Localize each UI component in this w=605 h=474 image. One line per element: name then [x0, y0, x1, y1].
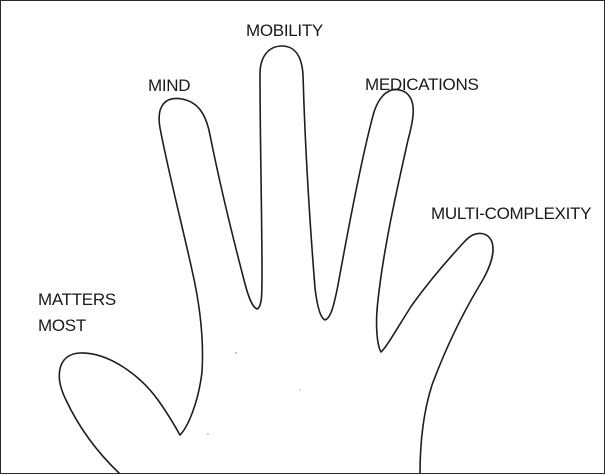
label-matters-most: MATTERS MOST: [38, 287, 116, 339]
label-medications: MEDICATIONS: [365, 72, 479, 98]
smudge-dot: [299, 389, 300, 390]
smudge-dot: [207, 433, 209, 435]
label-mobility: MOBILITY: [246, 18, 323, 44]
smudge-dot: [235, 352, 237, 354]
label-multi-complexity: MULTI-COMPLEXITY: [431, 201, 591, 227]
label-mind: MIND: [148, 73, 190, 99]
hand-outline: [59, 46, 493, 474]
label-matters-most-line-1: MATTERS: [38, 287, 116, 313]
label-matters-most-line-2: MOST: [38, 313, 116, 339]
